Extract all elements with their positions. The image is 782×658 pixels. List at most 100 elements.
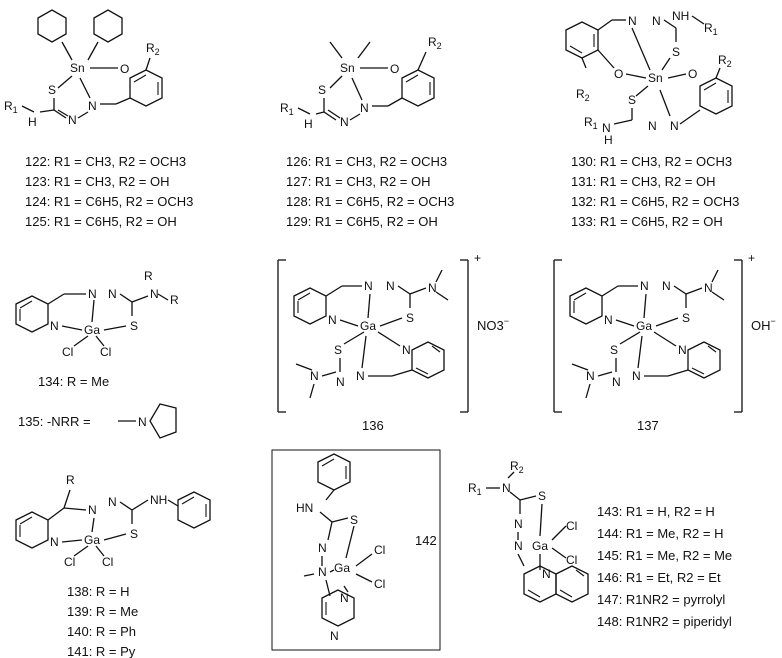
atom-nh: H [604,133,613,147]
atom-s: S [318,83,326,97]
atom-n: N [330,629,339,643]
atom-ga: Ga [84,323,100,337]
label-135: 135: -NRR = [18,414,91,429]
label-132: 132: R1 = C6H5, R2 = OCH3 [571,194,739,209]
atom-n: N [310,369,319,383]
atom-n: N [88,287,97,301]
atom-r1: R1 [704,21,718,37]
atom-s: S [48,83,56,97]
atom-cl: Cl [566,519,577,533]
atom-nh: NH [150,493,167,507]
atom-s: S [538,489,546,503]
atom-n: N [704,281,713,295]
structure-137: + OH− N N N N S Ga S N N N N [553,251,776,433]
atom-n: N [364,279,373,293]
atom-n: N [670,119,679,133]
structure-126-129: Sn O R2 S N N R1 H 126: R1 = CH3, R2 = O… [280,35,454,229]
atom-n: N [514,539,523,553]
label-131: 131: R1 = CH3, R2 = OH [571,174,716,189]
atom-ga: Ga [636,319,652,333]
atom-n: N [88,99,97,113]
label-143: 143: R1 = H, R2 = H [597,504,715,519]
atom-n: N [356,369,365,383]
label-145: 145: R1 = Me, R2 = Me [597,548,732,563]
atom-s: S [350,513,358,527]
atom-o: O [688,67,697,81]
atom-r2: R2 [576,87,590,103]
atom-ga: Ga [532,539,548,553]
atom-hn: HN [296,501,313,515]
atom-n: N [402,343,411,357]
label-123: 123: R1 = CH3, R2 = OH [25,174,170,189]
number-137: 137 [637,418,659,433]
atom-o: O [390,62,399,76]
label-148: 148: R1NR2 = piperidyl [597,614,732,629]
structure-134-135: N N N N R R S Ga Cl Cl 134: R = Me 135: … [15,269,179,439]
atom-n: N [360,101,369,115]
label-134: 134: R = Me [38,374,109,389]
atom-sn: Sn [340,61,355,75]
atom-n: N [502,481,511,495]
label-127: 127: R1 = CH3, R2 = OH [286,174,431,189]
atom-n: N [604,313,613,327]
structure-136: + NO3− N N N N S Ga S N N N N [277,251,509,433]
label-124: 124: R1 = C6H5, R2 = OCH3 [25,194,193,209]
atom-n: N [648,119,657,133]
atom-n: N [612,375,621,389]
atom-n: N [88,503,97,517]
atom-r: R [170,293,179,307]
label-144: 144: R1 = Me, R2 = H [597,526,723,541]
atom-r: R [144,269,153,283]
atom-sn: Sn [70,61,85,75]
label-139: 139: R = Me [67,604,138,619]
atom-ga: Ga [84,533,100,547]
atom-r1: R1 [584,115,598,131]
atom-r1: R1 [468,481,482,497]
atom-r2: R2 [510,459,524,475]
atom-n: N [640,279,649,293]
atom-s: S [130,527,138,541]
label-126: 126: R1 = CH3, R2 = OCH3 [286,154,447,169]
atom-o: O [120,62,129,76]
charge-136: + [474,251,481,265]
atom-n: N [586,369,595,383]
atom-n: N [108,495,117,509]
atom-s: S [628,93,636,107]
label-147: 147: R1NR2 = pyrrolyl [597,592,725,607]
number-142: 142 [415,533,437,548]
label-146: 146: R1 = Et, R2 = Et [597,570,721,585]
atom-n: N [150,287,159,301]
atom-n: N [386,279,395,293]
atom-r2: R2 [428,35,442,51]
atom-n: N [68,113,77,127]
label-125: 125: R1 = C6H5, R2 = OH [25,214,177,229]
structure-143-148: R1 N R2 S N N Ga Cl Cl N 143: R1 = H, R2… [468,459,732,629]
atom-n: N [628,14,637,28]
charge-137: + [748,251,755,265]
atom-n: N [336,375,345,389]
atom-cl: Cl [374,577,385,591]
atom-nh: NH [672,9,689,23]
label-138: 138: R = H [67,584,130,599]
atom-cl: Cl [62,345,73,359]
atom-cl: Cl [374,543,385,557]
atom-n: N [318,565,327,579]
label-129: 129: R1 = C6H5, R2 = OH [286,214,438,229]
atom-nh: H [28,115,37,129]
atom-ga: Ga [360,319,376,333]
atom-n: N [632,369,641,383]
atom-n: N [50,535,59,549]
atom-s: S [610,343,618,357]
counterion-136: NO3− [477,316,509,333]
atom-n: N [340,591,349,605]
structure-138-141: N R N N NH S Ga Cl Cl 138: R = H 139: R … [15,473,211,658]
atom-s: S [682,311,690,325]
atom-r1: R1 [280,101,294,117]
atom-r2: R2 [146,41,160,57]
atom-s: S [130,319,138,333]
atom-n: N [318,541,327,555]
atom-nh: N [602,121,611,135]
atom-n: N [50,319,59,333]
atom-s: S [406,311,414,325]
